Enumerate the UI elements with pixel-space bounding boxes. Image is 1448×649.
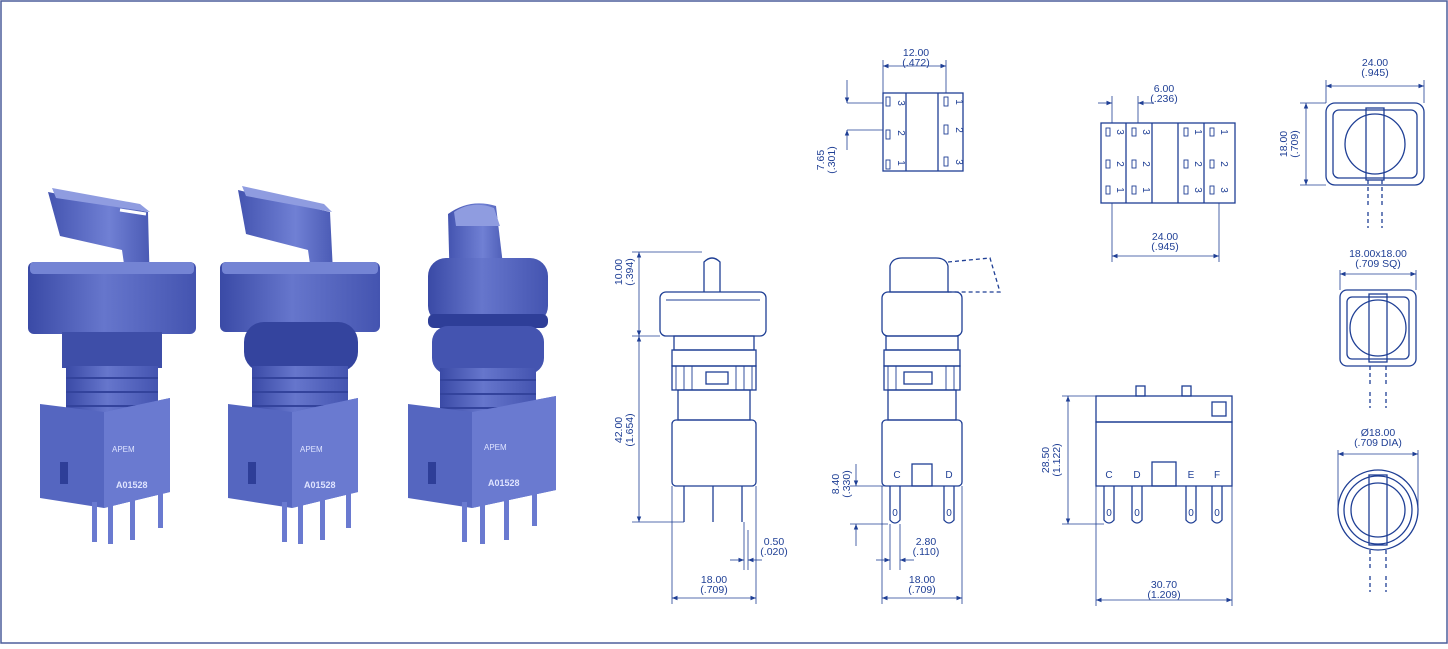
svg-text:APEM: APEM <box>484 443 507 452</box>
svg-text:A01528: A01528 <box>488 478 520 488</box>
dim-pin-width: 0.50 <box>764 536 785 548</box>
layout-label-1d: 1 <box>1218 129 1229 135</box>
dim-extended-height-in: (1.122) <box>1051 443 1063 476</box>
top-label-3-left: 3 <box>895 100 906 106</box>
dim-bezel-round: Ø18.00 <box>1361 427 1396 439</box>
layout-label-3b: 3 <box>1140 129 1151 135</box>
ext-pin-0-e: 0 <box>1188 508 1194 519</box>
dim-top-width: 12.00 <box>903 47 929 59</box>
layout-label-2c: 2 <box>1192 161 1203 167</box>
dim-body-height-in: (1.654) <box>624 413 636 446</box>
top-label-3-right: 3 <box>953 159 964 165</box>
dim-knob-height: 10.00 <box>613 259 625 285</box>
dim-bezel-rect-width-in: (.945) <box>1361 67 1388 79</box>
layout-label-1c: 1 <box>1192 129 1203 135</box>
product-photo-round-knob: APEM A01528 <box>408 203 556 544</box>
ext-label-d: D <box>1133 470 1140 481</box>
product-photo-lever-round-collar: APEM A01528 <box>220 186 380 544</box>
layout-label-3a: 3 <box>1114 129 1125 135</box>
top-label-2-left: 2 <box>895 130 906 136</box>
dim-side-pin-length-in: (.330) <box>841 470 853 497</box>
dim-top-pitch-in: (.301) <box>826 146 838 173</box>
side-label-d: D <box>945 470 952 481</box>
dim-body-height: 42.00 <box>613 417 625 443</box>
dim-terminal-width: 24.00 <box>1152 231 1178 243</box>
dim-front-width-in: (.709) <box>700 584 727 596</box>
front-view-drawing <box>632 251 767 604</box>
dim-bezel-square-in: (.709 SQ) <box>1355 258 1401 270</box>
dim-side-pin-length: 8.40 <box>830 474 842 495</box>
bezel-rectangular-view <box>1300 80 1425 228</box>
dim-bezel-rect-height-in: (.709) <box>1289 130 1301 157</box>
extended-side-view <box>1062 385 1233 606</box>
ext-label-f: F <box>1214 470 1220 481</box>
dim-top-pitch: 7.65 <box>815 150 827 171</box>
dim-bezel-rect-height: 18.00 <box>1278 131 1290 157</box>
dim-terminal-pitch-in: (.236) <box>1150 93 1177 105</box>
dim-knob-height-in: (.394) <box>624 258 636 285</box>
ext-pin-0-f: 0 <box>1214 508 1220 519</box>
layout-label-2d: 2 <box>1218 161 1229 167</box>
layout-label-1b: 1 <box>1140 187 1151 193</box>
svg-text:APEM: APEM <box>112 445 135 454</box>
dim-terminal-pitch: 6.00 <box>1154 83 1175 95</box>
bezel-square-view <box>1339 270 1417 408</box>
dim-bezel-round-in: (.709 DIA) <box>1354 437 1402 449</box>
svg-text:A01528: A01528 <box>116 480 148 490</box>
layout-label-3d: 3 <box>1218 187 1229 193</box>
dim-pin-width-in: (.020) <box>760 546 787 558</box>
dim-side-width: 18.00 <box>909 574 935 586</box>
side-pin-0-left: 0 <box>892 508 898 519</box>
dim-extended-width: 30.70 <box>1151 579 1177 591</box>
layout-label-2a: 2 <box>1114 161 1125 167</box>
dim-side-pin-width: 2.80 <box>916 536 937 548</box>
top-label-2-right: 2 <box>953 127 964 133</box>
dim-extended-width-in: (1.209) <box>1147 589 1180 601</box>
dim-side-width-in: (.709) <box>908 584 935 596</box>
dim-extended-height: 28.50 <box>1040 447 1052 473</box>
side-pin-0-right: 0 <box>946 508 952 519</box>
side-label-c: C <box>893 470 900 481</box>
top-label-1-right: 1 <box>953 99 964 105</box>
top-terminal-view <box>844 60 964 172</box>
layout-label-1a: 1 <box>1114 187 1125 193</box>
svg-text:APEM: APEM <box>300 445 323 454</box>
product-photo-lever-rectangular: APEM A01528 <box>28 188 196 544</box>
dim-bezel-square: 18.00x18.00 <box>1349 248 1407 260</box>
dim-terminal-width-in: (.945) <box>1151 241 1178 253</box>
svg-text:A01528: A01528 <box>304 480 336 490</box>
terminal-layout-view <box>1098 96 1236 262</box>
dim-bezel-rect-width: 24.00 <box>1362 57 1388 69</box>
layout-label-2b: 2 <box>1140 161 1151 167</box>
ext-label-c: C <box>1105 470 1112 481</box>
top-label-1-left: 1 <box>895 160 906 166</box>
ext-pin-0-d: 0 <box>1134 508 1140 519</box>
layout-label-3c: 3 <box>1192 187 1203 193</box>
dim-front-width: 18.00 <box>701 574 727 586</box>
ext-label-e: E <box>1188 470 1195 481</box>
dim-side-pin-width-in: (.110) <box>913 546 940 558</box>
ext-pin-0-c: 0 <box>1106 508 1112 519</box>
dim-top-width-in: (.472) <box>902 57 929 69</box>
bezel-round-view <box>1337 450 1419 592</box>
side-view-drawing <box>850 257 1001 604</box>
